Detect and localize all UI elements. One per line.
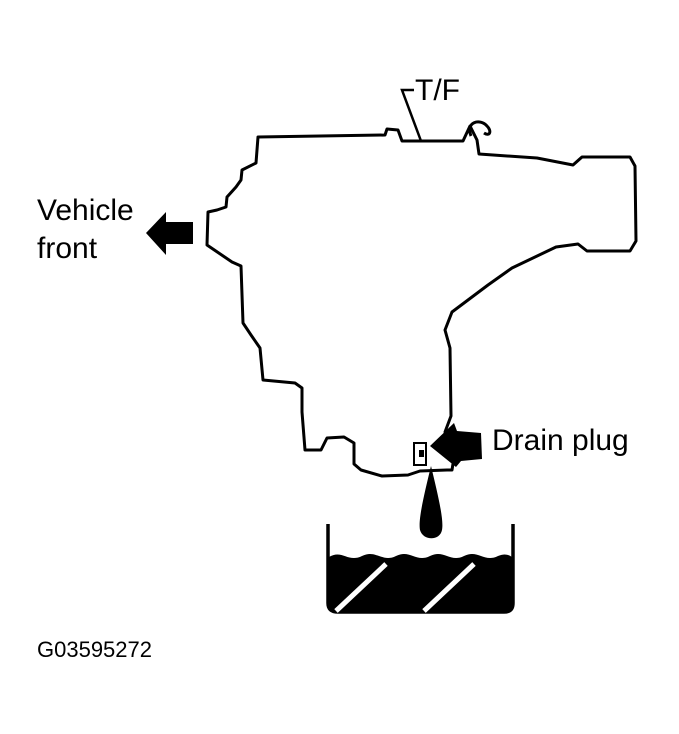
drain-pan [326,524,515,614]
tf-label: T/F [415,74,460,107]
vehicle-front-label-line1: Vehicle [37,194,134,227]
vehicle-front-label-line2: front [37,232,98,265]
vehicle-front-arrow-icon [146,212,193,255]
transfer-case-outline [205,124,638,478]
pan-reflection-2 [422,562,476,613]
oil-drop-icon [419,466,443,539]
drain-plug-arrow-icon [430,423,482,467]
tf-leader-line [400,88,423,142]
drain-pan-oil [329,553,512,611]
drain-plug-center [419,450,424,457]
breather-hook [468,120,492,137]
pan-reflection-1 [334,562,388,613]
drain-plug-label: Drain plug [492,424,629,457]
figure-code: G03595272 [37,637,152,662]
